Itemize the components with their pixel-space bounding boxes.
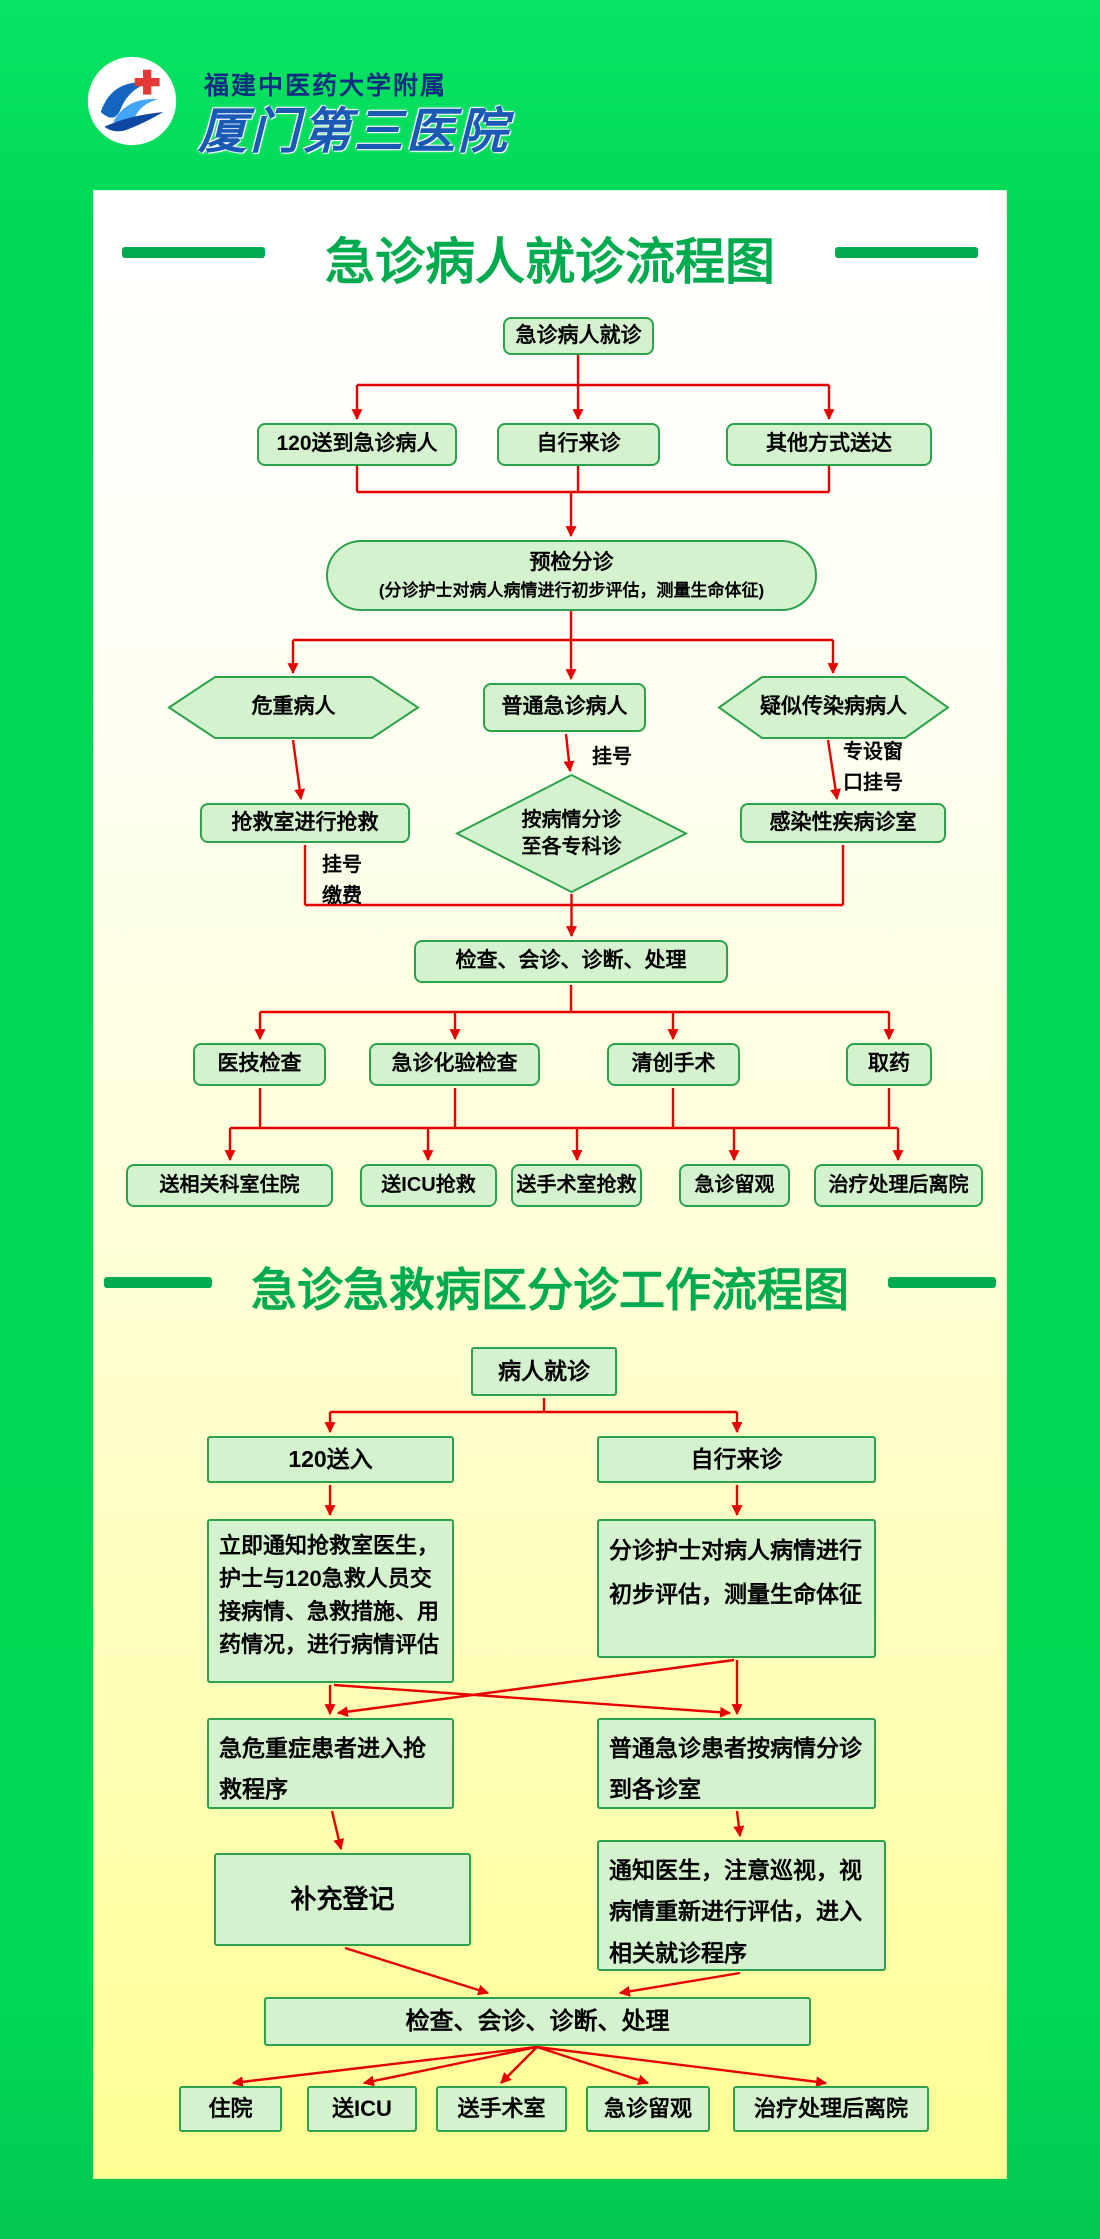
node-c2-start: 病人就诊 [471, 1347, 617, 1396]
title2-right-bar [888, 1277, 996, 1288]
node-c2-admit: 住院 [179, 2086, 282, 2132]
node-c1-triage: 预检分诊 (分诊护士对病人病情进行初步评估，测量生命体征) [326, 540, 817, 611]
diamond-line1: 按病情分诊 [521, 808, 622, 831]
special-window-line1: 专设窗 [843, 741, 903, 763]
node-c2-icu: 送ICU [307, 2086, 417, 2132]
node-c1-process: 检查、会诊、诊断、处理 [414, 940, 728, 983]
node-c1-arrive-other: 其他方式送达 [726, 423, 932, 466]
node-c1-icu: 送ICU抢救 [360, 1164, 497, 1207]
node-c2-observation: 急诊留观 [586, 2086, 710, 2132]
node-c1-tech-exam: 医技检查 [193, 1043, 326, 1086]
node-c1-admit: 送相关科室住院 [126, 1164, 333, 1207]
triage-main-label: 预检分诊 [529, 551, 614, 575]
node-c2-process: 检查、会诊、诊断、处理 [264, 1997, 811, 2046]
node-c1-diamond: 按病情分诊 至各专科诊 [457, 775, 686, 892]
node-c1-arrive-self: 自行来诊 [497, 423, 660, 466]
node-c1-surgery: 清创手术 [607, 1043, 740, 1086]
triage-sub-label: (分诊护士对病人病情进行初步评估，测量生命体征) [378, 580, 765, 600]
node-c2-ordinary: 普通急诊患者按病情分诊到各诊室 [597, 1718, 876, 1809]
node-c2-critical: 急危重症患者进入抢救程序 [207, 1718, 454, 1809]
note-pay-line: 缴费 [322, 885, 362, 907]
node-c1-infectious: 疑似传染病病人 [760, 695, 907, 719]
hospital-logo-icon [87, 56, 177, 146]
special-window-line2: 口挂号 [843, 772, 903, 794]
node-c1-arrive-120: 120送到急诊病人 [257, 423, 457, 466]
node-c1-start: 急诊病人就诊 [503, 317, 654, 355]
node-c1-discharge: 治疗处理后离院 [814, 1164, 983, 1207]
flowchart2-title: 急诊急救病区分诊工作流程图 [251, 1264, 849, 1316]
node-c1-infection-room: 感染性疾病诊室 [740, 803, 946, 843]
label-register: 挂号 [592, 746, 632, 768]
node-c1-medicine: 取药 [846, 1043, 932, 1086]
flowchart1-title: 急诊病人就诊流程图 [325, 234, 775, 290]
node-c1-observation: 急诊留观 [679, 1164, 790, 1207]
node-c2-operation: 送手术室 [436, 2086, 567, 2132]
node-c2-assess: 分诊护士对病人病情进行初步评估，测量生命体征 [597, 1519, 876, 1658]
node-c1-lab-exam: 急诊化验检查 [369, 1043, 540, 1086]
node-c2-handover: 立即通知抢救室医生，护士与120急救人员交接病情、急救措施、用药情况，进行病情评… [207, 1519, 454, 1683]
node-c2-discharge: 治疗处理后离院 [733, 2086, 929, 2132]
node-c1-critical: 危重病人 [251, 695, 336, 719]
node-c1-ordinary: 普通急诊病人 [483, 683, 646, 732]
node-c2-arrive-self: 自行来诊 [597, 1436, 876, 1483]
note-register-line: 挂号 [322, 854, 362, 876]
node-c2-notify: 通知医生，注意巡视，视病情重新进行评估，进入相关就诊程序 [597, 1840, 886, 1971]
hospital-name: 厦门第三医院 [198, 104, 511, 159]
title1-right-bar [835, 247, 978, 258]
label-special-window: 专设窗 口挂号 [843, 737, 943, 799]
note-register-pay: 挂号 缴费 [322, 850, 412, 912]
title1-left-bar [122, 247, 265, 258]
node-c2-register: 补充登记 [214, 1853, 471, 1946]
node-c1-rescue-room: 抢救室进行抢救 [200, 803, 410, 843]
node-c1-operation: 送手术室抢救 [511, 1164, 642, 1207]
title2-left-bar [104, 1277, 212, 1288]
node-c2-arrive-120: 120送入 [207, 1436, 454, 1483]
hospital-affiliation: 福建中医药大学附属 [204, 72, 448, 100]
diamond-line2: 至各专科诊 [521, 835, 622, 858]
